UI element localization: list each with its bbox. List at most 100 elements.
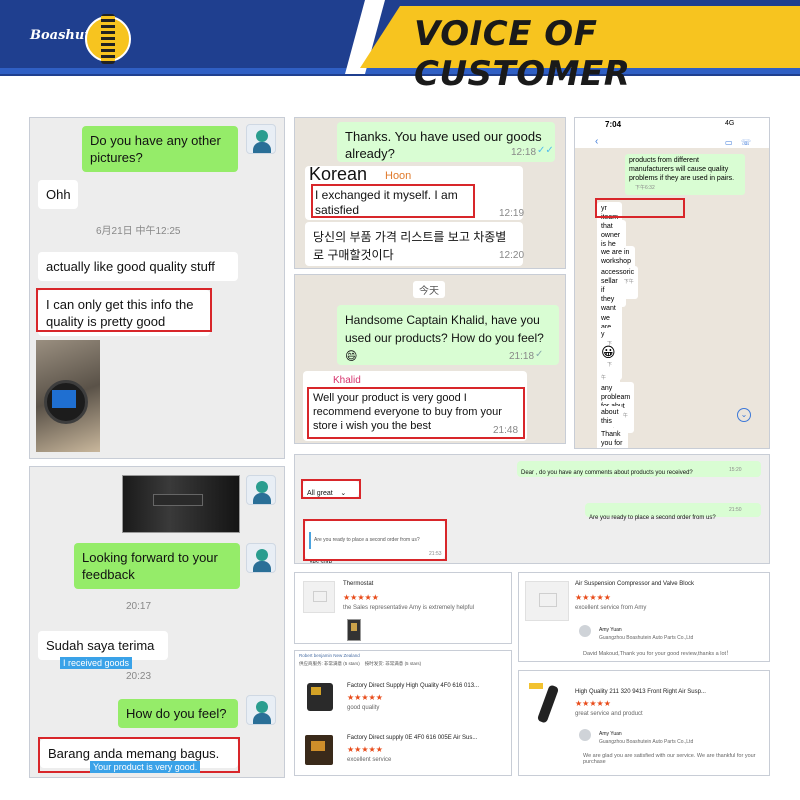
review-card-air-suspension: High Quality 211 320 9413 Front Right Ai… <box>518 670 770 776</box>
chat-message: All great ⌄ <box>303 481 359 497</box>
language-label: Korean <box>309 164 368 184</box>
chat-timestamp: 下午6:32 <box>635 185 655 191</box>
seller-avatar <box>579 729 591 741</box>
chat-timestamp: 20:23 <box>126 671 152 682</box>
chat-message-received: Thank you for your product <box>597 428 629 448</box>
chat-message-text: Dear , do you have any comments about pr… <box>521 470 693 476</box>
chat-message-text: about this <box>601 409 619 425</box>
chat-message <box>303 371 527 441</box>
product-photo <box>529 683 567 725</box>
seller-name: Amy Yuan <box>599 731 622 737</box>
chat-timestamp: 21:48 <box>493 425 519 436</box>
review-product-title: Factory Direct Supply High Quality 4F0 6… <box>347 683 480 689</box>
chat-screenshot-5: Looking forward to your feedback 20:17 S… <box>29 466 285 778</box>
chat-message-sent: products from different manufacturers wi… <box>625 154 745 195</box>
chat-message-text: Yes sure <box>309 560 333 564</box>
chat-screenshot-2: Thanks. You have used our goods already?… <box>294 117 566 269</box>
read-receipt-icon: ✓✓ <box>537 145 554 156</box>
chat-message-text: we are in workshop <box>601 249 631 265</box>
star-rating: ★★★★★ <box>343 593 379 602</box>
chat-message-text: All great <box>307 490 333 497</box>
translation-tag: Your product is very good. <box>90 761 201 773</box>
chat-timestamp: 21:50 <box>729 507 742 513</box>
avatar <box>246 695 276 725</box>
chat-timestamp: 6月21日 中午12:25 <box>96 226 181 237</box>
back-icon[interactable]: ‹ <box>595 136 599 147</box>
page-title: VOICE OF CUSTOMER <box>414 14 631 94</box>
buyer-line: Robert benjamin New Zealand <box>299 653 360 658</box>
day-separator: 今天 <box>413 281 445 298</box>
review-card-thermostat: Thermostat ★★★★★ the Sales representativ… <box>294 572 512 644</box>
chat-timestamp: 21:53 <box>429 551 442 557</box>
rating-label: 供应商服务: 非常满意 <box>299 661 342 666</box>
review-product-title: Factory Direct supply 0E 4F0 616 005E Ai… <box>347 735 478 741</box>
chat-message: Are you ready to place a second order fr… <box>305 521 445 563</box>
star-rating: ★★★★★ <box>575 699 611 708</box>
chat-message: Handsome Captain Khalid, have you used o… <box>337 305 559 365</box>
rating-value: (5 stars) <box>404 661 422 666</box>
rating-summary: 供应商服务: 非常满意 (5 stars) 按时发货: 非常满意 (5 star… <box>299 661 509 667</box>
product-thumbnail <box>303 581 335 613</box>
highlight-box <box>36 288 212 332</box>
chat-message: Sudah saya terima <box>38 631 168 660</box>
product-photo <box>122 475 240 533</box>
review-card-compressor: Air Suspension Compressor and Valve Bloc… <box>518 572 770 662</box>
chat-screenshot-6: Dear , do you have any comments about pr… <box>294 454 770 564</box>
chat-message: How do you feel? <box>118 699 238 728</box>
avatar <box>246 543 276 573</box>
chat-message-text: I exchanged it myself. I am satisfied <box>315 188 458 217</box>
chat-message-text: Thanks. You have used our goods already? <box>345 129 542 161</box>
highlight-box <box>307 387 525 439</box>
chat-message <box>305 166 523 220</box>
seller-reply: David Makoud,Thank you for your good rev… <box>583 651 732 657</box>
rating-label: 按时发货: 非常满意 <box>364 661 404 666</box>
chat-timestamp: 12:19 <box>499 208 525 219</box>
seller-reply: We are glad you are satisfied with our s… <box>583 753 756 765</box>
highlight-box <box>301 479 361 499</box>
sender-name: Khalid <box>333 375 361 386</box>
star-rating: ★★★★★ <box>347 745 383 754</box>
star-rating: ★★★★★ <box>347 693 383 702</box>
chat-screenshot-4: 7:04 4G ‹ ▭ ☏ products from different ma… <box>574 117 770 449</box>
sender-name: Hoon <box>385 170 412 182</box>
chat-timestamp: 21:18 <box>509 351 535 362</box>
video-call-icon[interactable]: ▭ <box>725 138 733 147</box>
chat-message-text: Thank you for your product <box>601 431 623 447</box>
header-stripe <box>0 68 800 74</box>
rating-value: (5 stars) <box>343 661 360 666</box>
seller-company: Guangzhou Boashutein Auto Parts Co.,Ltd <box>599 635 694 641</box>
chat-message-text: products from different manufacturers wi… <box>629 157 735 182</box>
read-receipt-icon: ✓ <box>535 349 544 360</box>
chat-message-text: 😀 <box>601 344 616 360</box>
chat-timestamp: 15:20 <box>729 467 742 473</box>
chat-message-text: Handsome Captain Khalid, have you used o… <box>345 313 544 363</box>
chat-timestamp: 20:17 <box>126 601 152 612</box>
review-card-multi: Robert benjamin New Zealand 供应商服务: 非常满意 … <box>294 650 512 776</box>
highlight-box <box>303 519 447 561</box>
header-title-band <box>360 6 800 68</box>
chat-screenshot-1: Do you have any other pictures? Ohh 6月21… <box>29 117 285 459</box>
review-product-title: Thermostat <box>343 581 374 587</box>
status-time: 7:04 <box>605 120 622 129</box>
phone-call-icon[interactable]: ☏ <box>741 138 752 147</box>
chat-message: Are you ready to place a second order fr… <box>585 503 761 521</box>
chat-timestamp: 12:20 <box>499 250 525 261</box>
quoted-message: Are you ready to place a second order fr… <box>309 532 441 549</box>
chat-message-text: Are you ready to place a second order fr… <box>589 515 716 521</box>
chat-message: Thanks. You have used our goods already? <box>337 122 555 162</box>
product-photo <box>347 619 361 641</box>
review-text: the Sales representative Amy is extremel… <box>343 605 475 611</box>
seller-avatar <box>579 625 591 637</box>
chevron-down-icon: ⌄ <box>340 490 347 497</box>
chat-message-text: y <box>601 331 605 338</box>
chat-message: Dear , do you have any comments about pr… <box>517 461 761 477</box>
scroll-down-icon[interactable]: ⌄ <box>737 408 751 422</box>
review-text: excellent service <box>347 757 392 763</box>
chat-timestamp: 12:18 <box>511 147 537 158</box>
chat-message: actually like good quality stuff <box>38 252 238 281</box>
highlight-box <box>311 184 475 218</box>
review-product-title: High Quality 211 320 9413 Front Right Ai… <box>575 689 706 695</box>
chat-message: Looking forward to your feedback <box>74 543 240 589</box>
chat-message-text: 당신의 부품 가격 리스트를 보고 차종별로 구매할것이다 <box>313 230 507 262</box>
